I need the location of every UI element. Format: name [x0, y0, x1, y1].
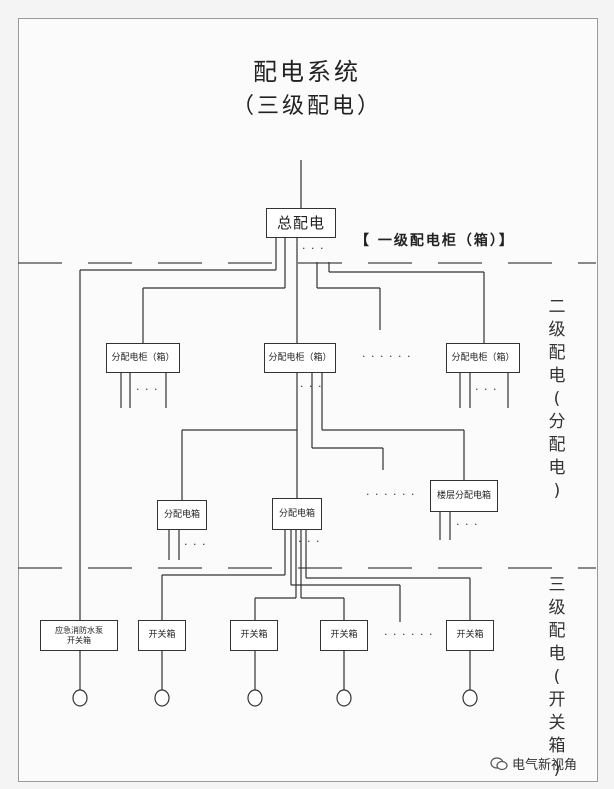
ellipsis-level2-row: · · · · · · [362, 350, 412, 363]
level2-label: 二 级 配 电 ( 分 配 电 ) [548, 297, 566, 501]
switch-box-1: 开关箱 [138, 620, 186, 651]
diagram-subtitle: （三级配电） [231, 94, 382, 119]
ellipsis-right: · · · [475, 383, 498, 396]
load-circle [247, 689, 263, 707]
load-circle [462, 689, 478, 707]
diagram-frame [18, 18, 598, 782]
sub-cabinet-right: 分配电柜（箱） [446, 343, 520, 373]
main-distribution-box: 总配电 [266, 208, 336, 238]
ellipsis-box-a: · · · [184, 538, 207, 551]
switch-box-3: 开关箱 [320, 620, 368, 651]
load-circle [336, 689, 352, 707]
switch-box-4: 开关箱 [446, 620, 494, 651]
level3-label: 三 级 配 电 ( 开 关 箱 ) [548, 575, 566, 779]
floor-sub-box: 楼层分配电箱 [430, 480, 498, 512]
sub-box-a: 分配电箱 [157, 500, 207, 530]
ellipsis-level3: · · · · · · [384, 628, 434, 641]
load-circle [72, 689, 88, 707]
ellipsis-main: · · · [302, 242, 325, 255]
load-circle [154, 689, 170, 707]
sub-box-b: 分配电箱 [272, 498, 322, 530]
watermark-text: 电气新视角 [512, 758, 578, 773]
fire-pump-switch-box: 应急消防水泵 开关箱 [40, 620, 118, 651]
ellipsis-mid: · · · [300, 380, 323, 393]
ellipsis-level2-lower: · · · · · · [366, 488, 416, 501]
diagram-title: 配电系统 [253, 58, 361, 86]
watermark: 电气新视角 [490, 754, 577, 773]
ellipsis-floor: · · · [456, 518, 479, 531]
chat-bubble-icon [490, 756, 508, 770]
level1-label: 【 一级配电柜（箱）】 [355, 233, 515, 249]
ellipsis-box-b: · · · [298, 535, 321, 548]
ellipsis-left: · · · [136, 383, 159, 396]
switch-box-2: 开关箱 [230, 620, 278, 651]
sub-cabinet-mid: 分配电柜（箱） [264, 343, 336, 373]
sub-cabinet-left: 分配电柜（箱） [106, 343, 180, 373]
